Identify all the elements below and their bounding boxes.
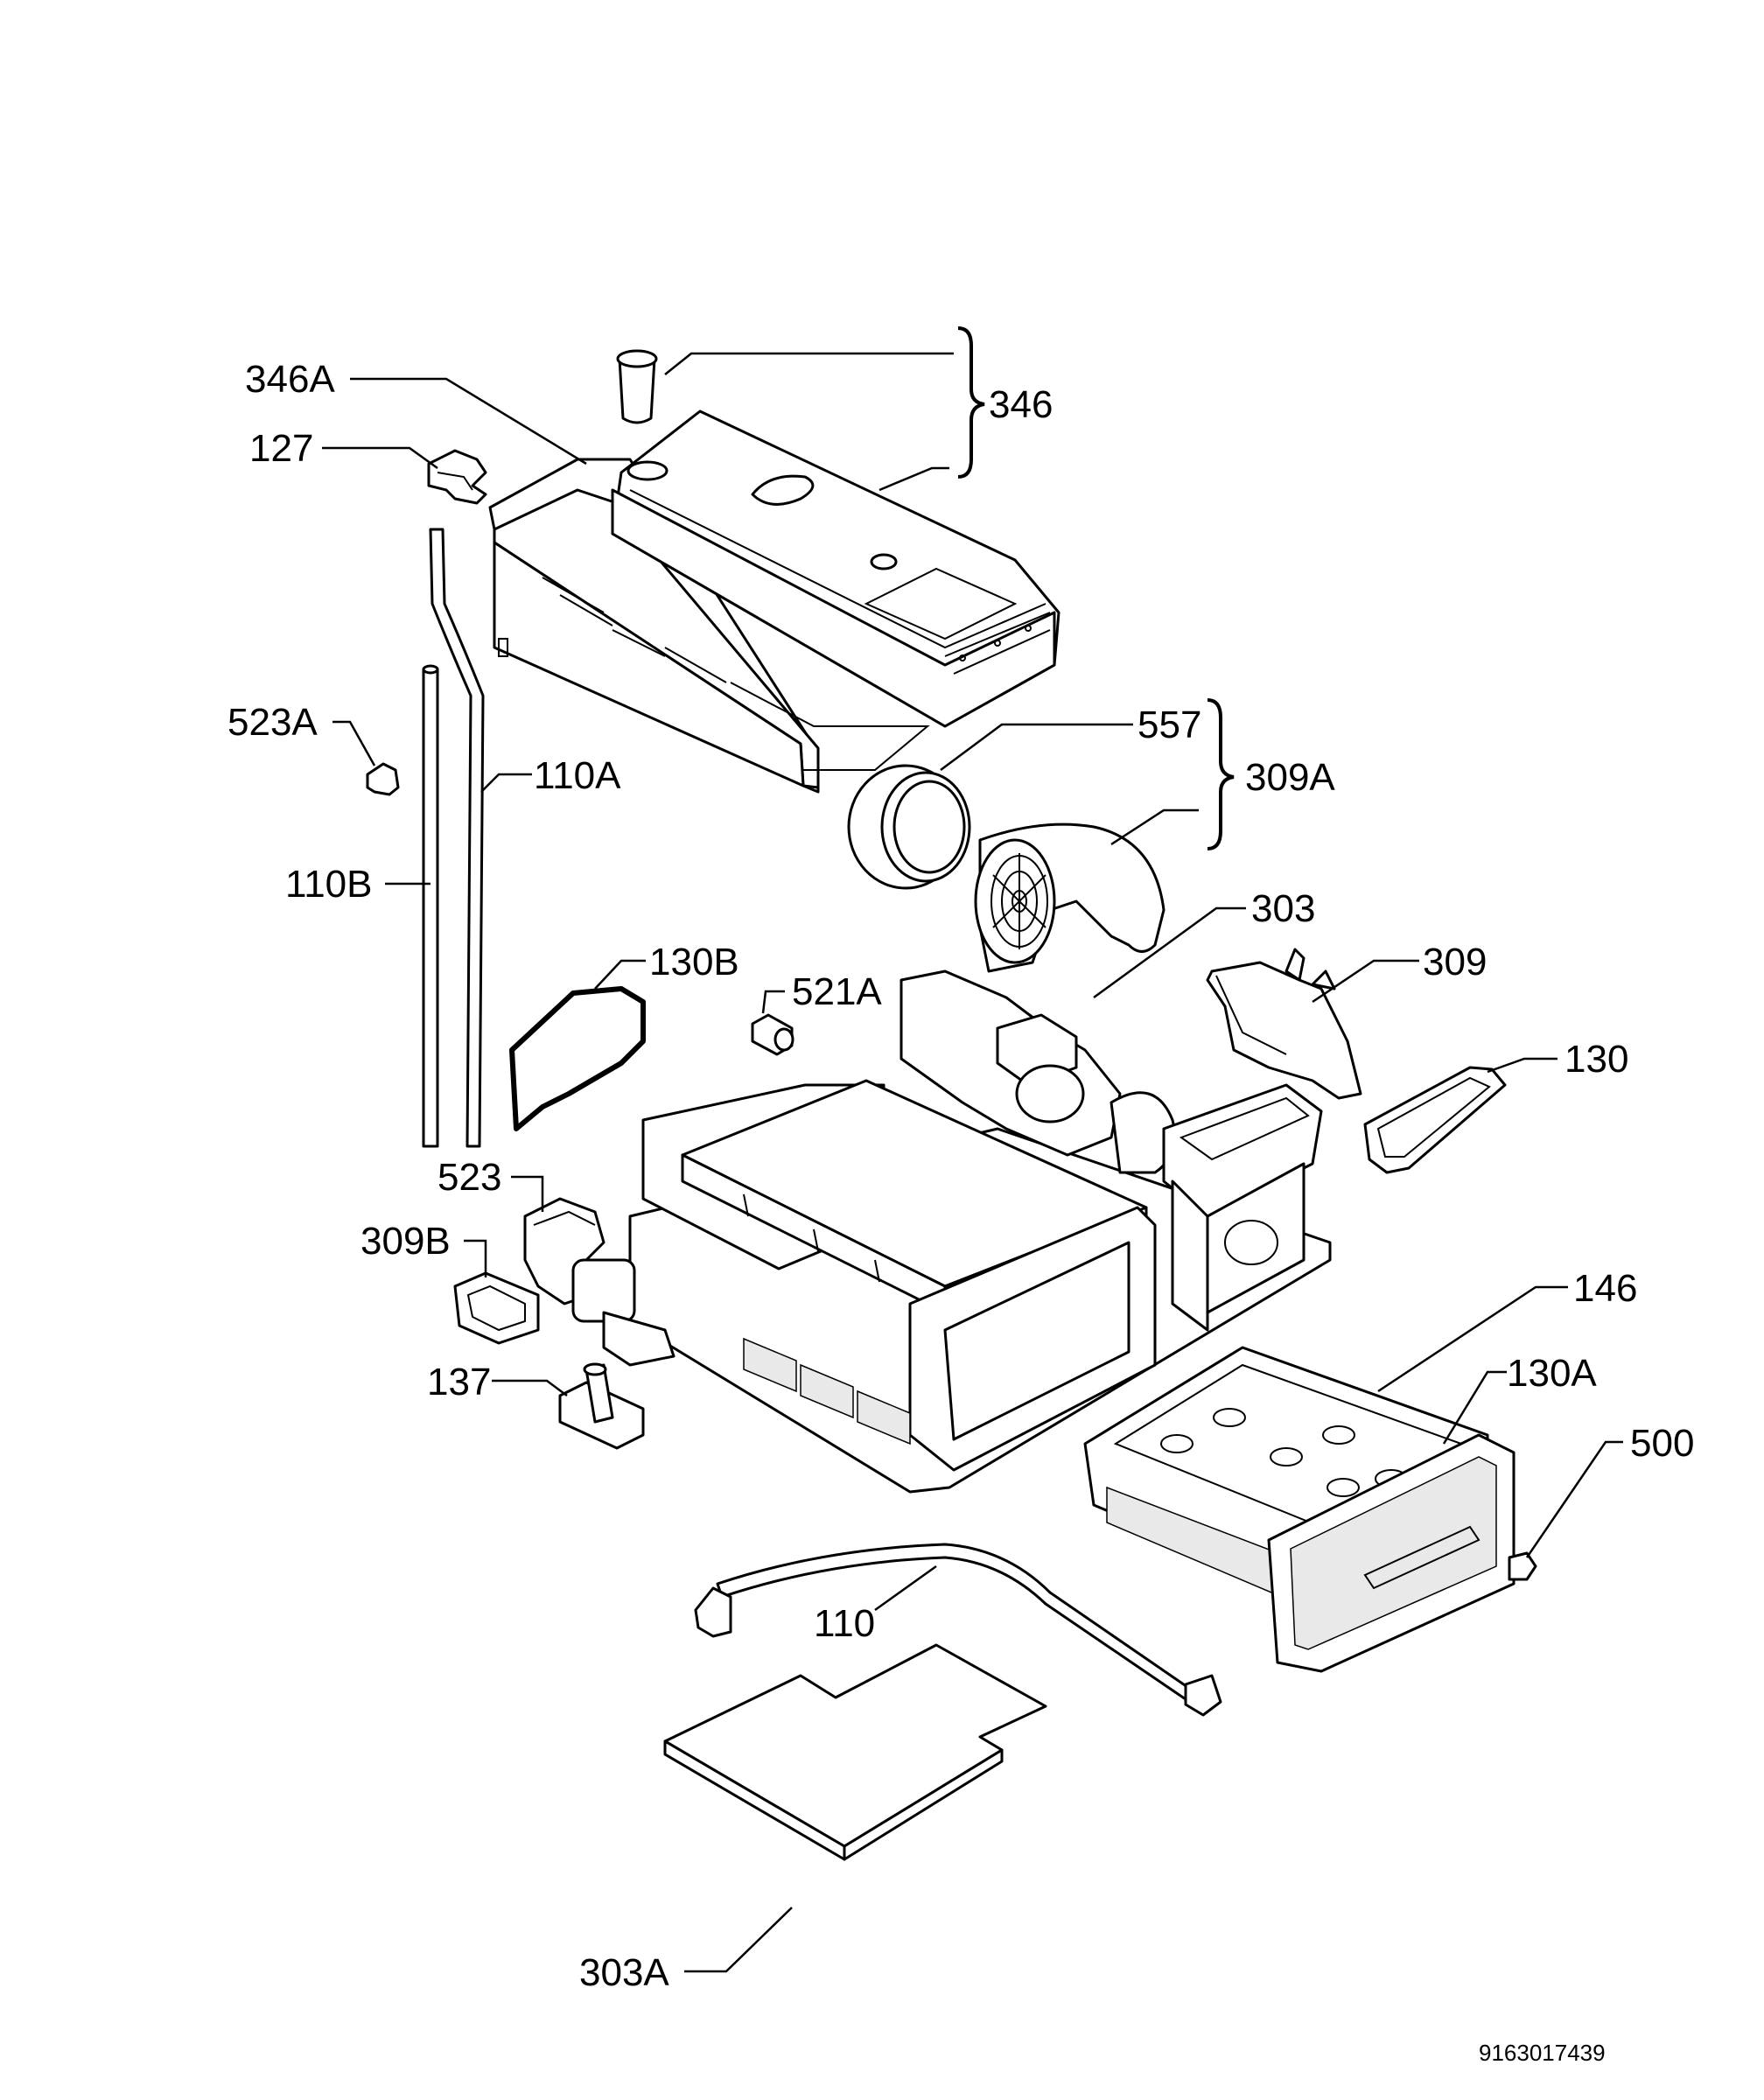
label-130: 130	[1564, 1038, 1628, 1081]
leader-309	[1312, 959, 1419, 1004]
part-110A-hose	[429, 528, 485, 1148]
label-309: 309	[1423, 941, 1487, 984]
leader-137	[492, 1379, 568, 1397]
leader-110	[874, 1564, 937, 1612]
leader-303	[1093, 906, 1246, 999]
label-523A: 523A	[228, 701, 318, 744]
leader-346-bottom	[878, 466, 949, 492]
label-110B: 110B	[285, 863, 373, 906]
label-110A: 110A	[534, 754, 621, 797]
part-130A-condenser-frame	[1267, 1433, 1516, 1673]
label-130B: 130B	[649, 941, 739, 984]
brace-346	[957, 326, 985, 479]
part-557-fan-ring	[847, 764, 971, 890]
leader-500	[1525, 1440, 1623, 1558]
leader-303A	[684, 1907, 793, 1973]
part-130-gasket	[1363, 1066, 1507, 1174]
part-346-tube	[616, 349, 658, 424]
label-130A: 130A	[1507, 1352, 1597, 1395]
part-303-base-assembly	[628, 970, 1332, 1494]
part-309-duct	[1206, 948, 1362, 1100]
part-346-water-tank	[611, 410, 1060, 728]
part-523-valve	[523, 1197, 676, 1367]
leader-146	[1377, 1285, 1568, 1393]
leader-309A	[1110, 808, 1199, 846]
part-523A-connector	[366, 762, 400, 796]
leader-130	[1487, 1057, 1558, 1074]
leader-110A	[480, 773, 532, 793]
leader-lines	[322, 352, 1623, 1973]
label-523: 523	[438, 1156, 501, 1199]
label-557: 557	[1138, 704, 1201, 746]
part-127-clip	[427, 449, 487, 505]
label-146: 146	[1573, 1267, 1637, 1310]
part-137-float	[558, 1362, 645, 1450]
leader-346A	[350, 377, 587, 466]
brace-309A	[1207, 698, 1235, 850]
part-labels: 346A 346 127 523A 110A 557 309A 110B 303…	[228, 358, 1694, 1994]
document-number: 9163017439	[1479, 2040, 1606, 2066]
leader-127	[322, 446, 438, 470]
part-521A-sensor	[751, 1013, 794, 1056]
label-309A: 309A	[1245, 756, 1335, 799]
label-309B: 309B	[360, 1220, 451, 1263]
leader-130A	[1442, 1370, 1507, 1445]
label-500: 500	[1630, 1422, 1694, 1465]
leader-346-top	[664, 352, 954, 375]
part-130B-gasket	[509, 986, 646, 1131]
leader-557	[940, 723, 1133, 772]
label-137: 137	[427, 1361, 491, 1404]
part-110-drain-hose	[694, 1543, 1222, 1717]
part-309A-fan-housing	[974, 822, 1166, 973]
label-127: 127	[249, 427, 313, 470]
leader-130B	[594, 959, 646, 990]
label-303A: 303A	[579, 1951, 669, 1994]
part-309B-bracket	[453, 1271, 540, 1345]
label-303: 303	[1251, 887, 1315, 930]
leader-521A	[761, 990, 785, 1014]
part-303A-insulation-mat	[663, 1643, 1047, 1861]
label-110: 110	[814, 1602, 875, 1645]
leader-523	[511, 1175, 544, 1212]
label-346: 346	[989, 383, 1053, 426]
label-521A: 521A	[792, 970, 882, 1013]
leader-523A	[332, 720, 376, 766]
part-110B-hose	[422, 664, 439, 1148]
leader-309B	[464, 1239, 487, 1278]
label-346A: 346A	[245, 358, 335, 401]
part-500-fastener	[1508, 1551, 1537, 1581]
